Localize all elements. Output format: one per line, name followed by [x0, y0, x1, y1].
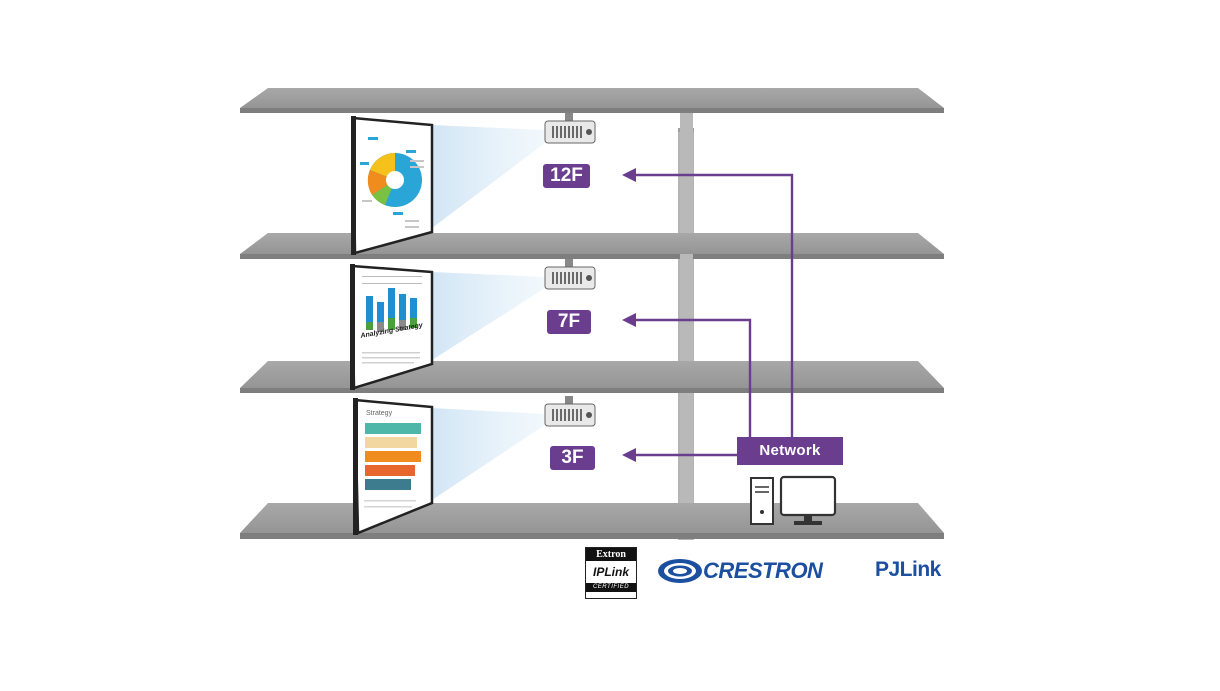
projection-screen-3f — [353, 398, 434, 535]
network-label: Network — [737, 437, 843, 465]
floor-label-12f: 12F — [543, 164, 590, 188]
arrow-7f — [622, 313, 636, 327]
projector-icon-12f — [544, 113, 596, 144]
arrow-12f — [622, 168, 636, 182]
monitor-icon — [779, 475, 837, 525]
pjlink-logo: PJLink — [875, 558, 941, 581]
crestron-swirl-icon — [658, 559, 702, 583]
projector-icon-7f — [544, 259, 596, 290]
floor-label-3f: 3F — [550, 446, 595, 470]
floor-slab-top — [240, 88, 944, 113]
floor-label-7f: 7F — [547, 310, 591, 334]
crestron-wordmark: CRESTRON — [703, 558, 823, 583]
network-cables — [632, 173, 794, 457]
pc-tower-icon — [750, 477, 774, 525]
wall-segment — [680, 254, 693, 361]
projector-beam-7f — [432, 272, 545, 360]
slide-title-strategy: Strategy — [366, 410, 393, 417]
extron-iplink-logo: Extron IPLink CERTIFIED — [585, 547, 637, 599]
projector-beam-12f — [432, 125, 545, 228]
wall-segment — [680, 113, 693, 233]
projector-beam-3f — [432, 408, 545, 500]
arrow-3f — [622, 448, 636, 462]
projector-icon-3f — [544, 396, 596, 427]
floor-slab-12f — [240, 233, 944, 259]
extron-certified-text: CERTIFIED — [586, 583, 636, 592]
extron-iplink-text: IPLink — [592, 565, 629, 579]
wall-segment — [680, 393, 693, 503]
crestron-logo: CRESTRON — [657, 556, 823, 586]
projection-screen-12f — [351, 116, 434, 255]
extron-brand-text: Extron — [586, 548, 636, 561]
projection-screen-7f — [350, 264, 434, 390]
floor-slab-7f — [240, 361, 944, 393]
floor-slab-3f — [240, 503, 944, 539]
